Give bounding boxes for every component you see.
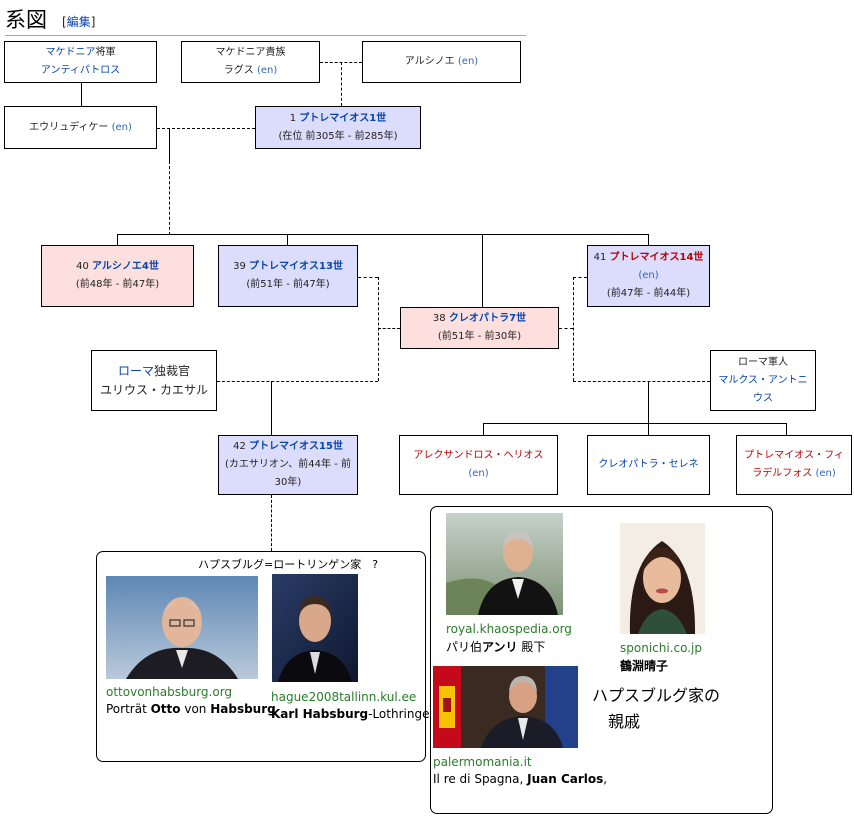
marriage-dash: [341, 62, 342, 106]
node-alexander-helios: アレクサンドロス・ヘリオス (en): [399, 435, 558, 495]
marriage-dash: [378, 328, 400, 329]
photo-caption: Karl Habsburg-Lothringen: [271, 707, 438, 721]
henri-paris-photo[interactable]: [446, 513, 563, 615]
heading-divider: [5, 35, 526, 36]
photo-caption: 鶴淵晴子: [620, 659, 669, 673]
connector-line: [271, 381, 272, 435]
node-cleopatra7: 38 クレオパトラ7世 (前51年 - 前30年): [400, 307, 559, 349]
juan-carlos-photo[interactable]: [433, 666, 578, 748]
marriage-dash: [320, 62, 362, 63]
connector-line: [648, 423, 649, 435]
section-title: 系図: [5, 8, 47, 32]
connector-line: [648, 234, 649, 245]
node-philadelphus: プトレマイオス・フィラデルフォス (en): [736, 435, 852, 495]
relatives-note: ハプスブルグ家の 親戚: [592, 686, 721, 731]
marriage-dash: [378, 277, 379, 381]
connector-line: [117, 234, 118, 245]
node-ptolemy13: 39 プトレマイオス13世 (前51年 - 前47年): [218, 245, 358, 307]
connector-line: [169, 128, 170, 161]
sibling-bar: [483, 423, 786, 424]
photo-source-link[interactable]: royal.khaospedia.org: [446, 622, 572, 636]
connector-line: [287, 234, 288, 245]
photo-caption: パリ伯アンリ 殿下: [446, 640, 546, 654]
karl-habsburg-photo[interactable]: [272, 574, 358, 682]
photo-caption: Il re di Spagna, Juan Carlos,: [433, 772, 608, 786]
node-arsinoe4: 40 アルシノエ4世 (前48年 - 前47年): [41, 245, 194, 307]
node-antipatros: マケドニア将軍 アンティパトロス: [4, 41, 157, 83]
marriage-dash: [573, 277, 574, 381]
marriage-dash: [573, 381, 710, 382]
marriage-dash: [358, 277, 378, 278]
edit-section: [編集]: [62, 15, 96, 29]
node-ptolemy14: 41 プトレマイオス14世 (en) (前47年 - 前44年): [587, 245, 710, 307]
edit-link[interactable]: 編集: [66, 15, 91, 29]
descent-dash: [169, 161, 170, 235]
tsurubuchi-haruko-photo[interactable]: [620, 523, 705, 634]
connector-line: [648, 381, 649, 423]
marriage-dash: [157, 128, 255, 129]
marriage-dash: [559, 328, 573, 329]
sibling-bar: [117, 234, 649, 235]
photo-caption: Porträt Otto von Habsburg: [106, 702, 276, 716]
connector-line: [482, 234, 483, 307]
node-caesar: ローマ独裁官 ユリウス・カエサル: [91, 350, 217, 411]
habsburg-panel-title: ハプスブルグ=ロートリンゲン家 ?: [198, 558, 379, 571]
photo-source-link[interactable]: palermomania.it: [433, 755, 532, 769]
marriage-dash: [217, 381, 378, 382]
photo-source-link[interactable]: hague2008tallinn.kul.ee: [271, 690, 417, 704]
connector-line: [483, 423, 484, 435]
node-eurydike: エウリュディケー (en): [4, 106, 157, 149]
connector-line: [81, 83, 82, 106]
connector-line: [786, 423, 787, 435]
otto-habsburg-photo[interactable]: [106, 576, 258, 679]
node-cleopatra-selene: クレオパトラ・セレネ: [587, 435, 710, 495]
photo-source-link[interactable]: sponichi.co.jp: [620, 641, 702, 655]
marriage-dash: [573, 277, 587, 278]
descent-dash: [271, 495, 272, 551]
node-ptolemy15: 42 プトレマイオス15世 (カエサリオン、前44年 - 前30年): [218, 435, 358, 495]
node-lagos: マケドニア貴族 ラグス (en): [181, 41, 320, 83]
node-ptolemy1: 1 プトレマイオス1世 (在位 前305年 - 前285年): [255, 106, 421, 149]
photo-source-link[interactable]: ottovonhabsburg.org: [106, 685, 233, 699]
node-arsinoe: アルシノエ (en): [362, 41, 521, 83]
node-antony: ローマ軍人 マルクス・アントニウス: [710, 350, 816, 411]
